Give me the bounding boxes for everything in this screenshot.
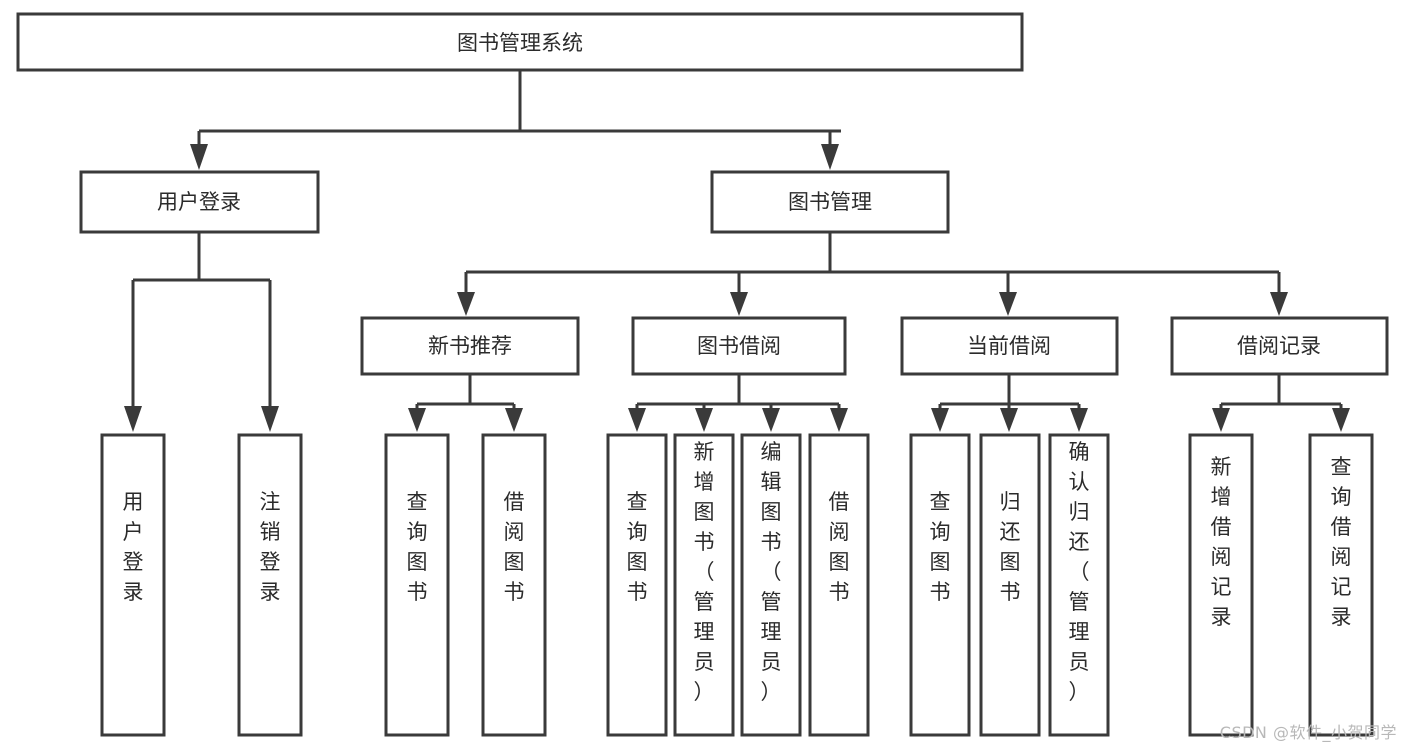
leaf-label-add-record: 新增借阅记录 <box>1211 455 1232 629</box>
node-current-borrow[interactable]: 当前借阅 <box>900 316 1119 376</box>
leaf-node[interactable]: 查询图书 <box>606 433 668 737</box>
arrow-head-newbook-borrow <box>505 408 523 432</box>
leaf-node[interactable]: 查询图书 <box>909 433 971 737</box>
leaf-node[interactable]: 查询借阅记录 <box>1308 433 1374 737</box>
node-user-login-box[interactable] <box>79 170 320 234</box>
node-root[interactable]: 图书管理系统 <box>16 12 1024 72</box>
arrow-head-bb-query <box>628 408 646 432</box>
csdn-watermark: CSDN @软件_小贺同学 <box>1219 723 1397 742</box>
leaf-nodes-group: 用户登录 注销登录 查询图书 借阅图书 查询图书 新增图书（管理员） <box>100 433 1374 737</box>
leaf-label-confirm-return: 确认归还（管理员） <box>1069 440 1090 704</box>
node-current-borrow-box[interactable] <box>900 316 1119 376</box>
arrow-head-leaf-logout <box>261 406 279 432</box>
leaf-box-query-book-2[interactable] <box>606 433 668 737</box>
arrow-head-user-login <box>190 144 208 170</box>
node-new-book-rec-label: 新书推荐 <box>428 334 512 358</box>
node-root-box[interactable] <box>16 12 1024 72</box>
node-book-borrow-label: 图书借阅 <box>697 334 781 358</box>
leaf-node[interactable]: 用户登录 <box>100 433 166 737</box>
arrow-head-new-book-rec <box>457 292 475 316</box>
arrow-head-br-query <box>1332 408 1350 432</box>
connector-group-book-borrow <box>628 374 848 432</box>
leaf-box-edit-book[interactable] <box>740 433 802 737</box>
node-current-borrow-label: 当前借阅 <box>967 334 1051 358</box>
leaf-box-query-record[interactable] <box>1308 433 1374 737</box>
node-book-mgmt-box[interactable] <box>710 170 950 234</box>
leaf-label-query-record: 查询借阅记录 <box>1331 455 1352 629</box>
connector-group-user-login <box>124 232 279 432</box>
arrow-head-borrow-record <box>1270 292 1288 316</box>
leaf-node[interactable]: 新增图书（管理员） <box>673 433 735 737</box>
node-new-book-rec-box[interactable] <box>360 316 580 376</box>
leaf-box-logout[interactable] <box>237 433 303 737</box>
leaf-node[interactable]: 归还图书 <box>979 433 1041 737</box>
leaf-node[interactable]: 借阅图书 <box>481 433 547 737</box>
node-borrow-record-label: 借阅记录 <box>1237 334 1321 358</box>
arrow-head-bb-add <box>695 408 713 432</box>
leaf-node[interactable]: 借阅图书 <box>808 433 870 737</box>
leaf-label-query-book-3: 查询图书 <box>930 490 951 604</box>
leaf-label-user-login: 用户登录 <box>123 490 144 604</box>
connector-group-current-borrow <box>931 374 1088 432</box>
leaf-box-user-login[interactable] <box>100 433 166 737</box>
arrow-head-newbook-query <box>408 408 426 432</box>
node-user-login[interactable]: 用户登录 <box>79 170 320 234</box>
node-borrow-record[interactable]: 借阅记录 <box>1170 316 1389 376</box>
leaf-box-confirm-return[interactable] <box>1048 433 1110 737</box>
leaf-node[interactable]: 新增借阅记录 <box>1188 433 1254 737</box>
leaf-label-return-book: 归还图书 <box>1000 490 1021 604</box>
arrow-head-leaf-user-login <box>124 406 142 432</box>
leaf-label-edit-book: 编辑图书（管理员） <box>761 440 782 704</box>
leaf-label-borrow-book-2: 借阅图书 <box>829 490 850 604</box>
connector-group-new-book-rec <box>408 374 523 432</box>
node-book-borrow[interactable]: 图书借阅 <box>631 316 847 376</box>
arrow-head-book-borrow <box>730 292 748 316</box>
arrow-head-cb-return <box>1000 408 1018 432</box>
leaf-node[interactable]: 查询图书 <box>384 433 450 737</box>
connector-group-book-mgmt <box>457 232 1288 316</box>
leaf-node[interactable]: 确认归还（管理员） <box>1048 433 1110 737</box>
leaf-node[interactable]: 编辑图书（管理员） <box>740 433 802 737</box>
leaf-label-query-book-1: 查询图书 <box>407 490 428 604</box>
node-book-mgmt-label: 图书管理 <box>788 190 872 214</box>
leaf-box-borrow-book-1[interactable] <box>481 433 547 737</box>
node-book-mgmt[interactable]: 图书管理 <box>710 170 950 234</box>
arrow-head-bb-edit <box>762 408 780 432</box>
leaf-label-logout: 注销登录 <box>260 490 281 604</box>
node-new-book-rec[interactable]: 新书推荐 <box>360 316 580 376</box>
arrow-head-bb-borrow <box>830 408 848 432</box>
arrow-head-current-borrow <box>999 292 1017 316</box>
leaf-box-query-book-1[interactable] <box>384 433 450 737</box>
node-book-borrow-box[interactable] <box>631 316 847 376</box>
arrow-head-br-add <box>1212 408 1230 432</box>
arrow-head-cb-query <box>931 408 949 432</box>
leaf-label-query-book-2: 查询图书 <box>627 490 648 604</box>
leaf-box-add-book[interactable] <box>673 433 735 737</box>
node-user-login-label: 用户登录 <box>157 190 241 214</box>
node-borrow-record-box[interactable] <box>1170 316 1389 376</box>
leaf-box-borrow-book-2[interactable] <box>808 433 870 737</box>
leaf-label-borrow-book-1: 借阅图书 <box>504 490 525 604</box>
leaf-label-add-book: 新增图书（管理员） <box>694 440 715 704</box>
connector-group-root <box>190 70 841 170</box>
arrow-head-book-mgmt <box>821 144 839 170</box>
leaf-box-query-book-3[interactable] <box>909 433 971 737</box>
node-root-label: 图书管理系统 <box>457 31 583 55</box>
leaf-box-return-book[interactable] <box>979 433 1041 737</box>
arrow-head-cb-confirm <box>1070 408 1088 432</box>
connector-group-borrow-record <box>1212 374 1350 432</box>
leaf-node[interactable]: 注销登录 <box>237 433 303 737</box>
leaf-box-add-record[interactable] <box>1188 433 1254 737</box>
